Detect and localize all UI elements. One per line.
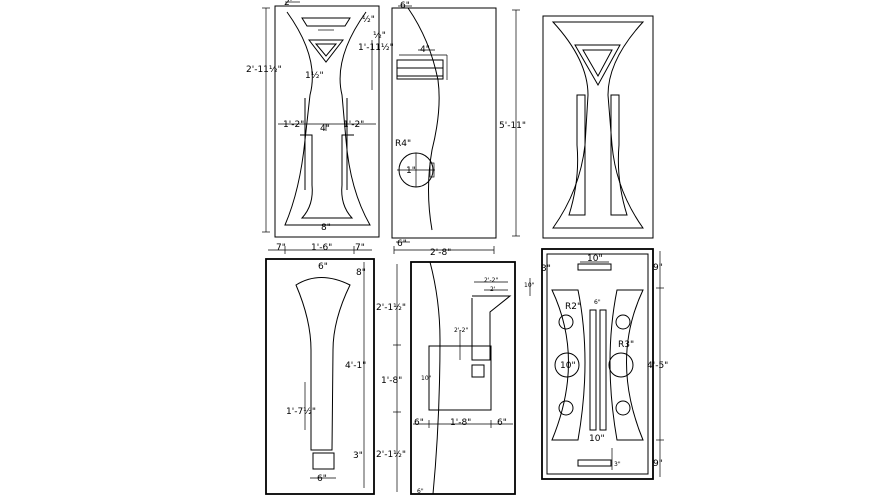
panel-d-base [312, 452, 335, 470]
panel-a-side-offset: 1½" [305, 71, 324, 81]
panel-f-right-lens [609, 289, 644, 441]
panel-d-stem-length: 1'-7½" [286, 407, 316, 417]
panel-b-overall-height: 5'-11" [499, 121, 526, 131]
panel-f-top-slot [577, 263, 612, 271]
panel-f-hole-ml [554, 352, 580, 378]
panel-f-small-radius: R2" [565, 302, 581, 312]
panel-a-small-mark: ½" [362, 15, 375, 25]
panel-b-top-width: 6" [400, 1, 410, 11]
panel-b-bar-3 [396, 75, 444, 80]
panel-e-arm-length: 2'-2" [484, 277, 498, 284]
panel-e-lower-height: 2'-1½" [376, 450, 406, 460]
panel-f-bottom-slot [577, 459, 612, 467]
panel-e-seg-right: 6" [497, 418, 507, 428]
panel-c-triangle-inner [582, 49, 613, 78]
panel-d-seg-left: 7" [276, 243, 286, 253]
panel-f-upper-drop: 9" [653, 263, 663, 273]
panel-c [542, 15, 654, 239]
panel-a-half-mark: ½" [373, 31, 386, 41]
panel-f-hole-radius: R3" [618, 340, 634, 350]
panel-e-square [471, 364, 485, 378]
panel-e-stem-height: 2'-2" [454, 327, 468, 334]
panel-b-profile-curve [407, 7, 440, 231]
panel-f-big-hole: 10" [560, 361, 576, 371]
panel-f-center-slot-left [589, 309, 597, 431]
panel-a-left-half: 1'-2" [283, 120, 304, 130]
panel-c-frame [542, 15, 654, 239]
panel-c-hourglass-outer [551, 21, 645, 229]
panel-a-overall-height: 2'-11½" [246, 65, 282, 75]
panel-a-base-width: 8" [321, 223, 331, 233]
panel-f-top-margin: 3" [541, 264, 551, 274]
panel-e-upper-height: 2'-1½" [376, 303, 406, 313]
panel-a-top-width: 2' [284, 0, 292, 8]
panel-b-frame [391, 7, 497, 239]
panel-b-center-mark: 1" [406, 166, 416, 176]
panel-e-frame [410, 261, 516, 495]
panel-e-arm-top: 2' [490, 286, 496, 293]
panel-a-triangle [307, 39, 345, 63]
panel-f-inner-frame [546, 253, 649, 475]
panel-d-top-drop: 8" [356, 268, 366, 278]
panel-b-bar-1 [396, 59, 444, 69]
panel-a-inner-height: 1'-11½" [358, 43, 394, 53]
panel-e: 2'-1½" 1'-8" 2'-1½" 6" 1'-8" 6" 2'-2" 2'… [376, 261, 535, 495]
panel-f-frame [541, 248, 654, 480]
panel-e-arm [471, 295, 512, 361]
panel-a-right-half: 1'-2" [343, 120, 364, 130]
panel-e-small-mark: 10" [421, 375, 432, 382]
panel-d-overall-height: 4'-1" [345, 361, 366, 371]
panel-e-seg-left: 6" [414, 418, 424, 428]
panel-a-triangle-inner [314, 43, 338, 57]
panel-f-left-lens [551, 289, 586, 441]
panel-d-base-width: 6" [317, 474, 327, 484]
panel-d-seg-mid: 1'-6" [311, 243, 332, 253]
panel-f-hole-tr [615, 314, 631, 330]
panel-e-middle-height: 1'-8" [381, 376, 402, 386]
panel-b-bar-mark: 4" [420, 45, 430, 55]
panel-f-slot-mark: 6" [594, 299, 601, 306]
panel-c-right-slot [610, 94, 628, 216]
panel-b-bottom-offset: 6" [397, 239, 407, 249]
panel-f-center-slot: 10" [589, 434, 605, 444]
panel-a-center-gap: 4" [320, 124, 330, 134]
panel-d-stem [295, 277, 351, 451]
panel-f-bottom-mark: 3" [614, 461, 621, 468]
panel-b-overall-width: 2'-8" [430, 248, 451, 258]
panel-f-overall-height: 4'-5" [647, 361, 668, 371]
panel-d-base-height: 3" [353, 451, 363, 461]
panel-c-triangle [574, 44, 621, 87]
panel-f-hole-bl [558, 400, 574, 416]
panel-c-left-slot [568, 94, 586, 216]
panel-f-hole-mr [608, 352, 634, 378]
panel-d-frame [265, 258, 375, 495]
panel-d: 7" 1'-6" 7" 6" 8" 4'-1" 1'-7½" 3" 6" [265, 243, 375, 495]
panel-f: 10" 3" 9" 4'-5" 9" R3" R2" 10" 10" 6" 3" [541, 248, 668, 480]
panel-b-radius: R4" [395, 139, 411, 149]
panel-f-hole-br [615, 400, 631, 416]
panel-e-bottom-mark: 6" [417, 488, 424, 495]
panel-e-arm-side: 10" [524, 282, 535, 289]
panel-b: 6" 5'-11" R4" 1" 6" 2'-8" 4" [391, 1, 526, 258]
panel-a-frame [274, 5, 380, 238]
panel-a-top-band [301, 17, 351, 27]
panel-f-hole-tl [558, 314, 574, 330]
panel-a: 2' 2'-11½" 1'-11½" ½" ½" 1½" 1'-2" 1'-2"… [246, 0, 394, 238]
panel-d-seg-right: 7" [355, 243, 365, 253]
panel-e-seg-mid: 1'-8" [450, 418, 471, 428]
panel-a-hourglass-inner [300, 134, 354, 219]
panel-d-top-gap: 6" [318, 262, 328, 272]
panel-e-profile-curve [429, 261, 441, 495]
panel-f-top-slot-label: 10" [587, 254, 603, 264]
panel-a-hourglass-outer [284, 11, 371, 226]
panel-f-center-slot-right [599, 309, 607, 431]
panel-f-lower-drop: 9" [653, 459, 663, 469]
